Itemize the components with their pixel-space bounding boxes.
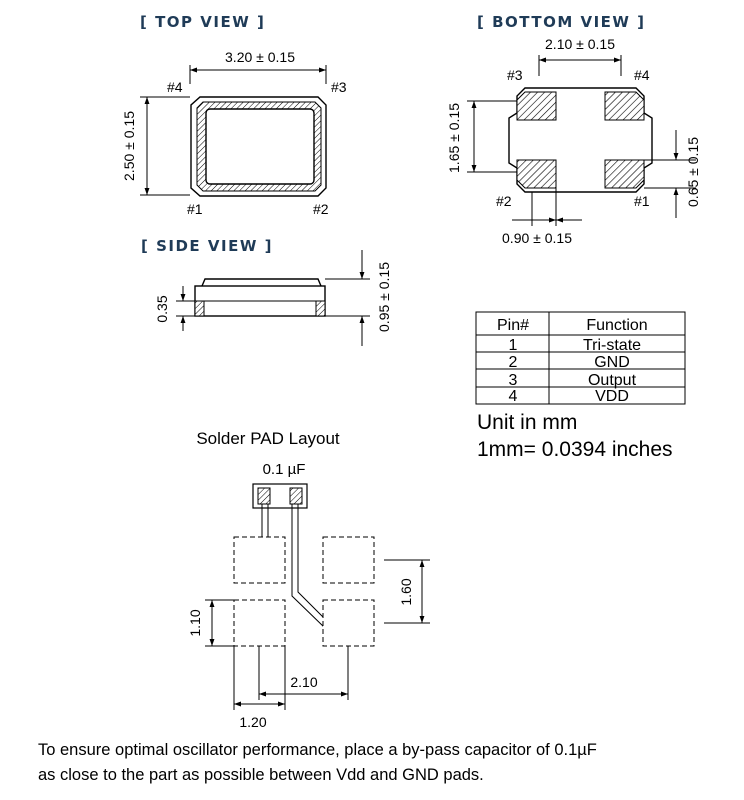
bottom-pad-width-dim: 0.90 ± 0.15 xyxy=(502,230,572,246)
bottom-view-header: [ BOTTOM VIEW ] xyxy=(477,13,646,31)
pin-table-cell: 2 xyxy=(509,354,518,371)
pin-table-header-function: Function xyxy=(586,317,647,334)
bottom-view: [ BOTTOM VIEW ] 2.10 ± 0.15 1.65 ± 0.15 … xyxy=(446,13,701,246)
bottom-pad3 xyxy=(516,91,557,121)
sp-pad-width-dim: 1.20 xyxy=(239,714,266,730)
side-view: [ SIDE VIEW ] 0.35 0.95 ± 0.15 xyxy=(141,237,392,346)
side-pad-thickness-dim: 0.35 xyxy=(154,295,170,322)
solder-pad-layout: Solder PAD Layout 0.1 µF 1.10 1.60 2.10 xyxy=(187,429,430,730)
pin-table-cell: 1 xyxy=(509,337,518,354)
trace-cap-to-vdd xyxy=(261,504,269,537)
sp-pitch-h-dim: 2.10 xyxy=(290,674,317,690)
solder-pad-4 xyxy=(233,536,286,584)
top-view: [ TOP VIEW ] 3.20 ± 0.15 2.50 ± 0.15 #4 … xyxy=(121,13,347,217)
capacitor-pad-left xyxy=(257,487,271,505)
solder-pad-2 xyxy=(322,599,375,647)
top-pin4-label: #4 xyxy=(167,79,183,95)
capacitor-label: 0.1 µF xyxy=(263,461,306,478)
pin-table-cell: Output xyxy=(588,372,637,389)
solder-pad-title: Solder PAD Layout xyxy=(196,429,340,448)
bypass-capacitor-note: To ensure optimal oscillator performance… xyxy=(38,738,728,788)
top-pin2-label: #2 xyxy=(313,201,329,217)
bottom-pad4 xyxy=(604,91,645,121)
side-height-dim: 0.95 ± 0.15 xyxy=(376,262,392,332)
top-view-header: [ TOP VIEW ] xyxy=(140,13,265,31)
bottom-pad1 xyxy=(604,159,645,189)
top-package-outline xyxy=(190,96,327,197)
top-height-dim: 2.50 ± 0.15 xyxy=(121,111,137,181)
pin-table-cell: Tri-state xyxy=(583,337,641,354)
pin-table-header-pin: Pin# xyxy=(497,317,529,334)
side-lid xyxy=(201,278,322,287)
side-view-header: [ SIDE VIEW ] xyxy=(141,237,273,255)
side-pad-left xyxy=(194,300,205,317)
top-lid xyxy=(205,108,315,185)
bottom-pin4-label: #4 xyxy=(634,67,650,83)
pin-table-cell: GND xyxy=(594,354,630,371)
solder-pad-1 xyxy=(233,599,286,647)
sp-pad-height-dim: 1.10 xyxy=(187,609,203,636)
bottom-pin3-label: #3 xyxy=(507,67,523,83)
pin-table-frame xyxy=(475,311,686,405)
solder-pad-3 xyxy=(322,536,375,584)
trace-cap-to-gnd xyxy=(291,504,328,629)
note-line-1: To ensure optimal oscillator performance… xyxy=(38,741,597,759)
side-pad-right xyxy=(315,300,326,317)
pin-table-cell: 4 xyxy=(509,388,518,405)
bottom-pad-height-dim: 0.65 ± 0.15 xyxy=(685,137,701,207)
top-width-dim: 3.20 ± 0.15 xyxy=(225,49,295,65)
pin-table: Pin# Function 1 Tri-state 2 GND 3 Output… xyxy=(475,311,686,405)
top-pin1-label: #1 xyxy=(187,201,203,217)
bottom-pad2 xyxy=(516,159,557,189)
top-pin3-label: #3 xyxy=(331,79,347,95)
bottom-pitch-dim: 2.10 ± 0.15 xyxy=(545,36,615,52)
bottom-pin1-label: #1 xyxy=(634,193,650,209)
pin-table-cell: 3 xyxy=(509,372,518,389)
bottom-pad-pitch-v-dim: 1.65 ± 0.15 xyxy=(446,103,462,173)
note-line-2: as close to the part as possible between… xyxy=(38,766,484,784)
units-line-1: Unit in mm xyxy=(477,411,577,434)
units-line-2: 1mm= 0.0394 inches xyxy=(477,438,673,461)
pin-table-cell: VDD xyxy=(595,388,629,405)
bottom-pin2-label: #2 xyxy=(496,193,512,209)
capacitor-pad-right xyxy=(289,487,303,505)
sp-pad-pitch-v-dim: 1.60 xyxy=(398,578,414,605)
